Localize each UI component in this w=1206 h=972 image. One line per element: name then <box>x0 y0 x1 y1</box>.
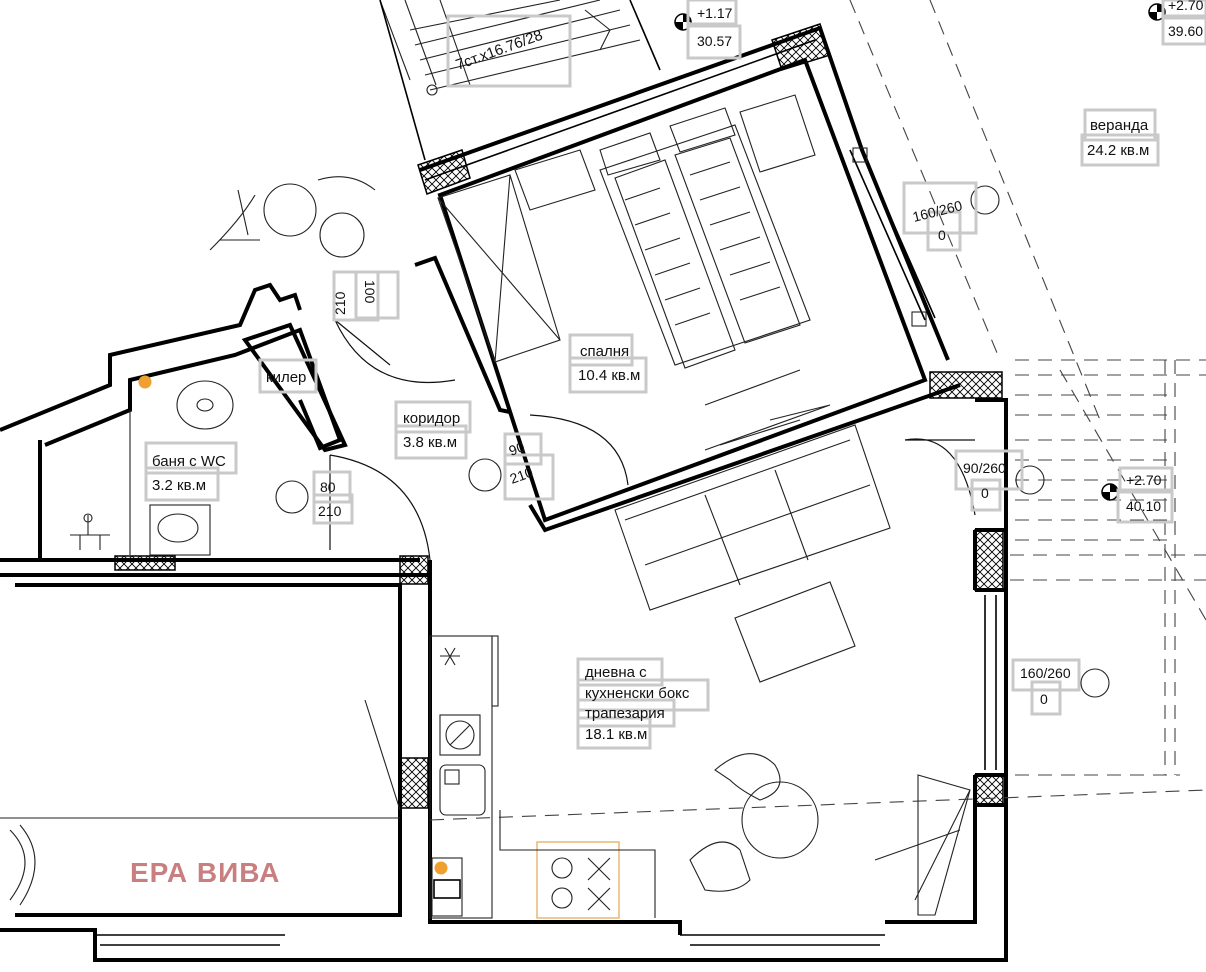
furniture <box>70 94 1110 919</box>
elevation-markers <box>674 3 1166 501</box>
window-bedroom-sill: 0 <box>938 227 946 243</box>
plants <box>209 176 1110 698</box>
door-bath-width: 80 <box>320 479 336 495</box>
living-area: 18.1 кв.м <box>585 726 647 743</box>
living-name-line2: кухненски бокс <box>585 685 690 702</box>
veranda-structure <box>429 0 1206 821</box>
door-veranda-sill: 0 <box>981 485 989 501</box>
elevation-top-center-level: 30.57 <box>697 33 732 49</box>
sofa <box>614 424 891 611</box>
living-name-line1: дневна с <box>585 664 647 681</box>
bath-fixtures <box>70 375 234 556</box>
stairs-label-text: 7ст.х16.76/28 <box>454 27 545 74</box>
door-bath-height: 210 <box>318 503 342 519</box>
elevation-top-center-value: +1.17 <box>697 5 733 21</box>
door-veranda-size: 90/260 <box>963 460 1006 476</box>
elevation-top-right-level: 39.60 <box>1168 23 1203 39</box>
kitchen <box>429 635 656 919</box>
bed <box>599 94 816 369</box>
walls <box>0 0 1008 962</box>
window-bedroom-size: 160/260 <box>911 197 964 225</box>
bedroom-name: спалня <box>580 343 629 360</box>
bedroom-area: 10.4 кв.м <box>578 367 640 384</box>
corridor-area: 3.8 кв.м <box>403 434 457 451</box>
elevation-top-right-value: +2.70 <box>1168 0 1204 13</box>
veranda-area: 24.2 кв.м <box>1087 142 1149 159</box>
bathroom-area: 3.2 кв.м <box>152 477 206 494</box>
staircase <box>379 0 661 161</box>
elevation-mark-top-right <box>1148 3 1166 21</box>
labels: 7ст.х16.76/28 +1.17 30.57 +2.70 39.60 ве… <box>144 0 1206 750</box>
door-entry-height: 210 <box>332 291 348 315</box>
window-living-sill: 0 <box>1040 691 1048 707</box>
door-entry-width: 100 <box>362 280 378 304</box>
door-swings <box>329 319 976 916</box>
door-bedroom-height: 210 <box>508 464 536 487</box>
living-name-line3: трапезария <box>585 705 665 722</box>
veranda-name: веранда <box>1090 117 1149 134</box>
window-living-size: 160/260 <box>1020 665 1071 681</box>
elevation-right-level: 40.10 <box>1126 498 1161 514</box>
watermark-logo: ЕРА ВИВА <box>130 857 280 888</box>
elevation-mark-right <box>1101 483 1119 501</box>
pantry-name: килер <box>266 369 306 386</box>
elevation-right-value: +2.70 <box>1126 472 1162 488</box>
corridor-name: коридор <box>403 410 460 427</box>
bathroom-name: баня с WC <box>152 453 226 470</box>
door-bedroom-width: 90 <box>507 438 527 458</box>
